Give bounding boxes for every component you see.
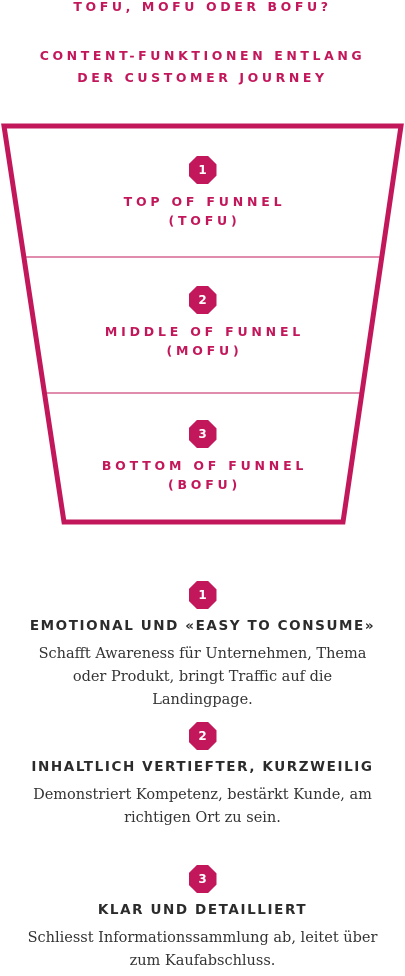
stage-label-line-2: (TOFU) [168, 213, 241, 228]
title-text: TOFU, MOFU ODER BOFU? [73, 0, 332, 14]
item-number-badge: 3 [188, 865, 217, 893]
item-title: EMOTIONAL UND «EASY TO CONSUME» [29, 618, 376, 634]
infographic-title: TOFU, MOFU ODER BOFU? [0, 0, 405, 18]
stage-label-line-1: BOTTOM OF FUNNEL [101, 458, 308, 473]
item-description: Demonstriert Kompetenz, bestärkt Kunde, … [23, 784, 383, 830]
subtitle-line-2: DER CUSTOMER JOURNEY [77, 70, 328, 85]
item-description-line-2: zum Kaufabschluss. [129, 953, 276, 969]
item-number-badge: 1 [188, 581, 217, 609]
stage-label: MIDDLE OF FUNNEL (MOFU) [0, 322, 405, 360]
funnel-stage-mofu: 2 MIDDLE OF FUNNEL (MOFU) [0, 286, 405, 360]
subtitle-line-1: CONTENT-FUNKTIONEN ENTLANG [39, 48, 366, 63]
stage-label-line-2: (BOFU) [167, 477, 242, 492]
item-number-badge: 2 [188, 722, 217, 750]
infographic-subtitle: CONTENT-FUNKTIONEN ENTLANG DER CUSTOMER … [0, 45, 405, 89]
content-function-item-2: 2 INHALTLICH VERTIEFTER, KURZWEILIG Demo… [0, 722, 405, 830]
item-description-line-2: oder Produkt, bringt Traffic auf die Lan… [72, 669, 333, 708]
item-title: KLAR UND DETAILLIERT [97, 902, 308, 918]
stage-number-badge: 3 [188, 420, 217, 448]
item-description: Schafft Awareness für Unternehmen, Thema… [23, 643, 383, 712]
content-function-item-1: 1 EMOTIONAL UND «EASY TO CONSUME» Schaff… [0, 581, 405, 712]
item-description-line-2: richtigen Ort zu sein. [124, 810, 281, 826]
content-function-item-3: 3 KLAR UND DETAILLIERT Schliesst Informa… [0, 865, 405, 973]
stage-number-badge: 2 [188, 286, 217, 314]
funnel-outline [1, 123, 404, 525]
stage-label: TOP OF FUNNEL (TOFU) [0, 192, 405, 230]
item-title: INHALTLICH VERTIEFTER, KURZWEILIG [31, 759, 374, 775]
stage-label: BOTTOM OF FUNNEL (BOFU) [0, 456, 405, 494]
funnel-graphic [1, 123, 404, 525]
stage-label-line-2: (MOFU) [166, 343, 243, 358]
funnel-stage-bofu: 3 BOTTOM OF FUNNEL (BOFU) [0, 420, 405, 494]
funnel-stage-tofu: 1 TOP OF FUNNEL (TOFU) [0, 156, 405, 230]
stage-label-line-1: TOP OF FUNNEL [123, 194, 286, 209]
item-description-line-1: Schafft Awareness für Unternehmen, Thema [38, 646, 367, 662]
item-description: Schliesst Informationssammlung ab, leite… [23, 927, 383, 973]
stage-number-badge: 1 [188, 156, 217, 184]
stage-label-line-1: MIDDLE OF FUNNEL [104, 324, 305, 339]
item-description-line-1: Schliesst Informationssammlung ab, leite… [27, 930, 378, 946]
item-description-line-1: Demonstriert Kompetenz, bestärkt Kunde, … [33, 787, 372, 803]
